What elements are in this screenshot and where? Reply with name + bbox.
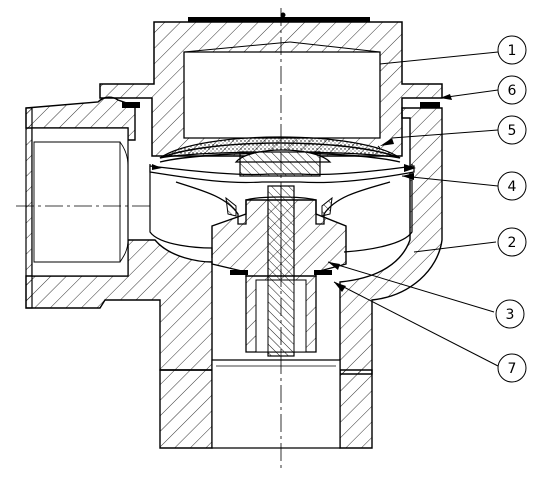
callout-label-3: 3 xyxy=(506,307,515,323)
callout-label-1: 1 xyxy=(508,43,517,59)
callout-1: 1 xyxy=(497,35,527,65)
callout-2: 2 xyxy=(497,227,527,257)
callout-6: 6 xyxy=(497,75,527,105)
gasket xyxy=(122,102,440,108)
valve-cap xyxy=(99,12,443,157)
callout-label-5: 5 xyxy=(508,123,517,139)
callout-7: 7 xyxy=(497,353,527,383)
callout-5: 5 xyxy=(497,115,527,145)
leader-lines xyxy=(327,51,499,367)
callout-3: 3 xyxy=(495,299,525,329)
valve-body xyxy=(25,96,443,449)
leader-arrowheads xyxy=(328,94,452,292)
center-lines xyxy=(16,8,282,470)
diaphragm-assembly xyxy=(149,136,416,184)
callout-4: 4 xyxy=(497,171,527,201)
callout-label-6: 6 xyxy=(508,83,517,99)
callout-label-7: 7 xyxy=(508,361,517,377)
callout-label-4: 4 xyxy=(508,179,517,195)
callout-label-2: 2 xyxy=(508,235,517,251)
